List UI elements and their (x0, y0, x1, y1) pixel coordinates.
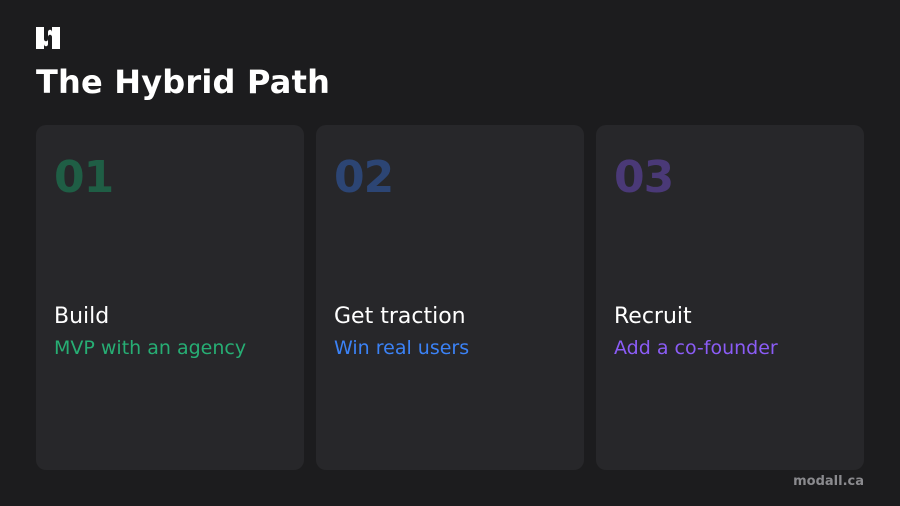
step-subtext: Add a co-founder (614, 337, 778, 359)
step-card-recruit: 03 Recruit Add a co-founder (596, 125, 864, 470)
step-heading: Recruit (614, 304, 692, 329)
step-card-build: 01 Build MVP with an agency (36, 125, 304, 470)
step-subtext: MVP with an agency (54, 337, 247, 359)
step-card-get-traction: 02 Get traction Win real users (316, 125, 584, 470)
step-number: 02 (334, 152, 394, 203)
slide-title: The Hybrid Path (36, 63, 331, 101)
step-number: 03 (614, 152, 674, 203)
steps-list: 01 Build MVP with an agency 02 Get tract… (36, 125, 864, 470)
footer-domain: modall.ca (793, 474, 864, 489)
step-heading: Get traction (334, 304, 466, 329)
modall-logo-icon (36, 27, 60, 49)
step-heading: Build (54, 304, 110, 329)
step-number: 01 (54, 152, 114, 203)
step-subtext: Win real users (334, 337, 470, 359)
